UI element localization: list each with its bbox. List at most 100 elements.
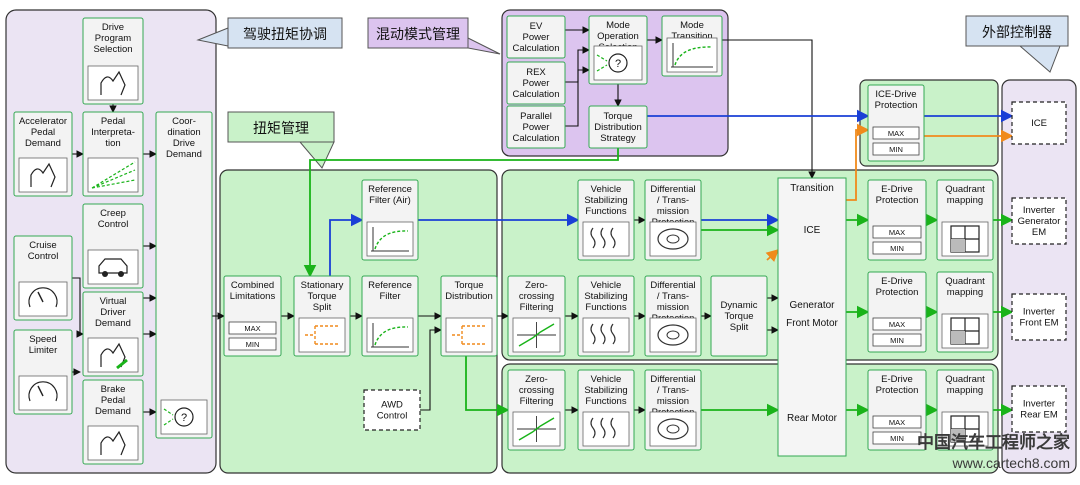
scatter-icon	[87, 157, 139, 193]
max-label: MAX	[888, 129, 904, 138]
tire-icon	[582, 411, 630, 447]
block-diff3: Differential/ Trans-missionProtection	[644, 369, 702, 451]
block-label: ICE	[1031, 118, 1047, 129]
callout-external: 外部控制器	[965, 15, 1069, 73]
label-generator: Generator	[789, 300, 835, 311]
zc-icon	[512, 411, 561, 447]
callout-hybrid-mode: 混动模式管理	[367, 17, 501, 55]
block-label: Differential/ Trans-missionProtection	[650, 374, 695, 418]
zc-icon	[512, 317, 561, 353]
max-label: MAX	[889, 320, 905, 329]
label-front-motor: Front Motor	[786, 318, 838, 329]
connector-arrow	[303, 148, 619, 278]
gauge-icon	[18, 375, 68, 411]
block-diff1: Differential/ Trans-missionProtection	[644, 179, 702, 261]
max-label: MAX	[889, 418, 905, 427]
min-label: MIN	[890, 244, 904, 253]
pedal-icon	[87, 425, 139, 461]
min-label: MIN	[890, 336, 904, 345]
block-mode-op: ModeOperationSelection?	[588, 15, 648, 85]
connector-arrow	[722, 39, 816, 179]
quad-icon	[941, 411, 989, 447]
label-driver-coordination: 驾驶扭矩协调	[243, 26, 327, 42]
connector-arrow	[420, 326, 442, 411]
gauge-icon	[18, 281, 68, 317]
label-hybrid-mode: 混动模式管理	[376, 26, 460, 42]
quad-icon	[941, 313, 989, 349]
label-torque-mgmt: 扭矩管理	[253, 120, 309, 136]
connector-arrow	[565, 66, 590, 127]
gear-icon	[649, 317, 697, 353]
watermark-url: www.cartech8.com	[952, 455, 1070, 471]
connector-arrow	[329, 213, 364, 276]
curve-icon	[366, 221, 414, 257]
panel-external	[1001, 79, 1077, 474]
curve-icon	[366, 317, 414, 353]
min-label: MIN	[889, 145, 903, 154]
split-icon	[445, 317, 493, 353]
qmark-icon: ?	[160, 399, 208, 435]
split-icon	[298, 317, 346, 353]
callout-driver-coordination: 驾驶扭矩协调	[196, 17, 343, 49]
min-label: MIN	[246, 340, 260, 349]
max-label: MAX	[244, 324, 260, 333]
connector-arrow	[565, 46, 590, 83]
qmark-small-icon: ?	[593, 45, 643, 81]
connector-arrow	[765, 248, 780, 263]
block-diff2: Differential/ Trans-missionProtection	[644, 275, 702, 357]
